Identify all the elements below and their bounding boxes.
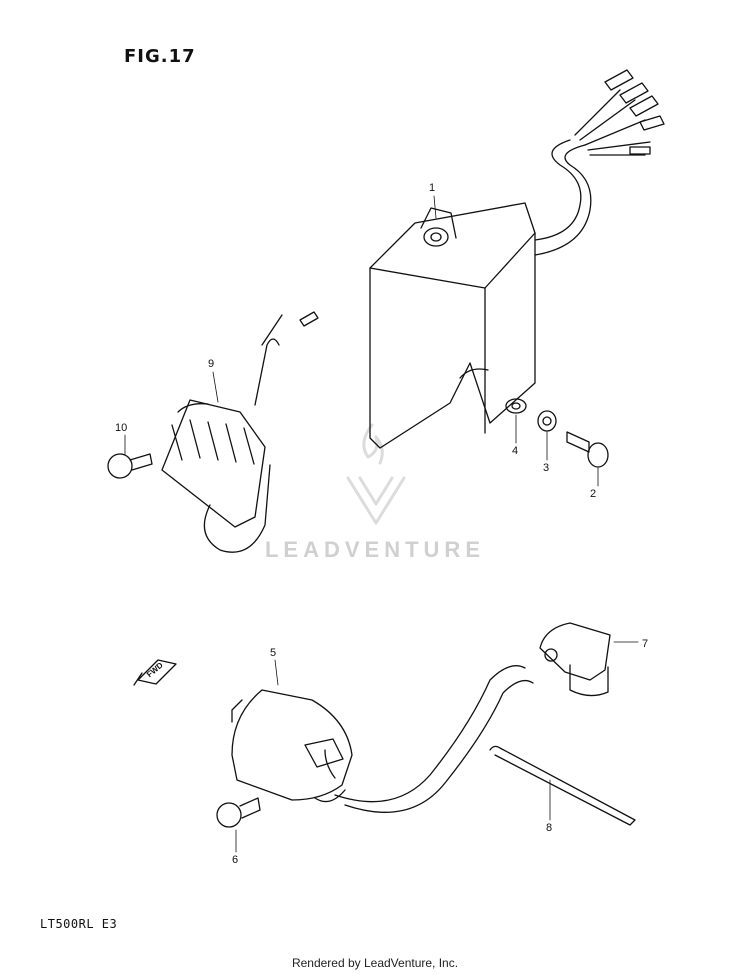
spark-plug-cap [539,622,611,697]
callout-10: 10 [115,422,127,434]
callout-5: 5 [270,647,276,659]
screw-10 [107,453,153,479]
callout-3: 3 [543,462,549,474]
watermark-text: LEADVENTURE [264,537,485,562]
washer [505,398,527,414]
figure-title: FIG.17 [124,46,196,67]
regulator-rectifier [161,311,319,553]
callout-2: 2 [590,488,596,500]
leader-lines [124,195,639,853]
cable-tie [489,745,636,826]
callout-9: 9 [208,358,214,370]
lock-washer [537,410,557,432]
callout-6: 6 [232,854,238,866]
model-label: LT500RL E3 [40,917,118,931]
callout-1: 1 [429,182,435,194]
watermark-logo [346,423,406,525]
footer-credit: Rendered by LeadVenture, Inc. [291,956,459,970]
screw-2 [566,431,609,468]
fwd-label: FWD [145,660,165,679]
ignition-coil [231,665,534,813]
callout-8: 8 [546,822,552,834]
cdi-harness [534,69,665,256]
callout-4: 4 [512,445,518,457]
callout-7: 7 [642,638,648,650]
screw-6 [216,797,261,828]
cdi-unit [369,202,536,449]
fwd-arrow-icon [133,659,177,686]
